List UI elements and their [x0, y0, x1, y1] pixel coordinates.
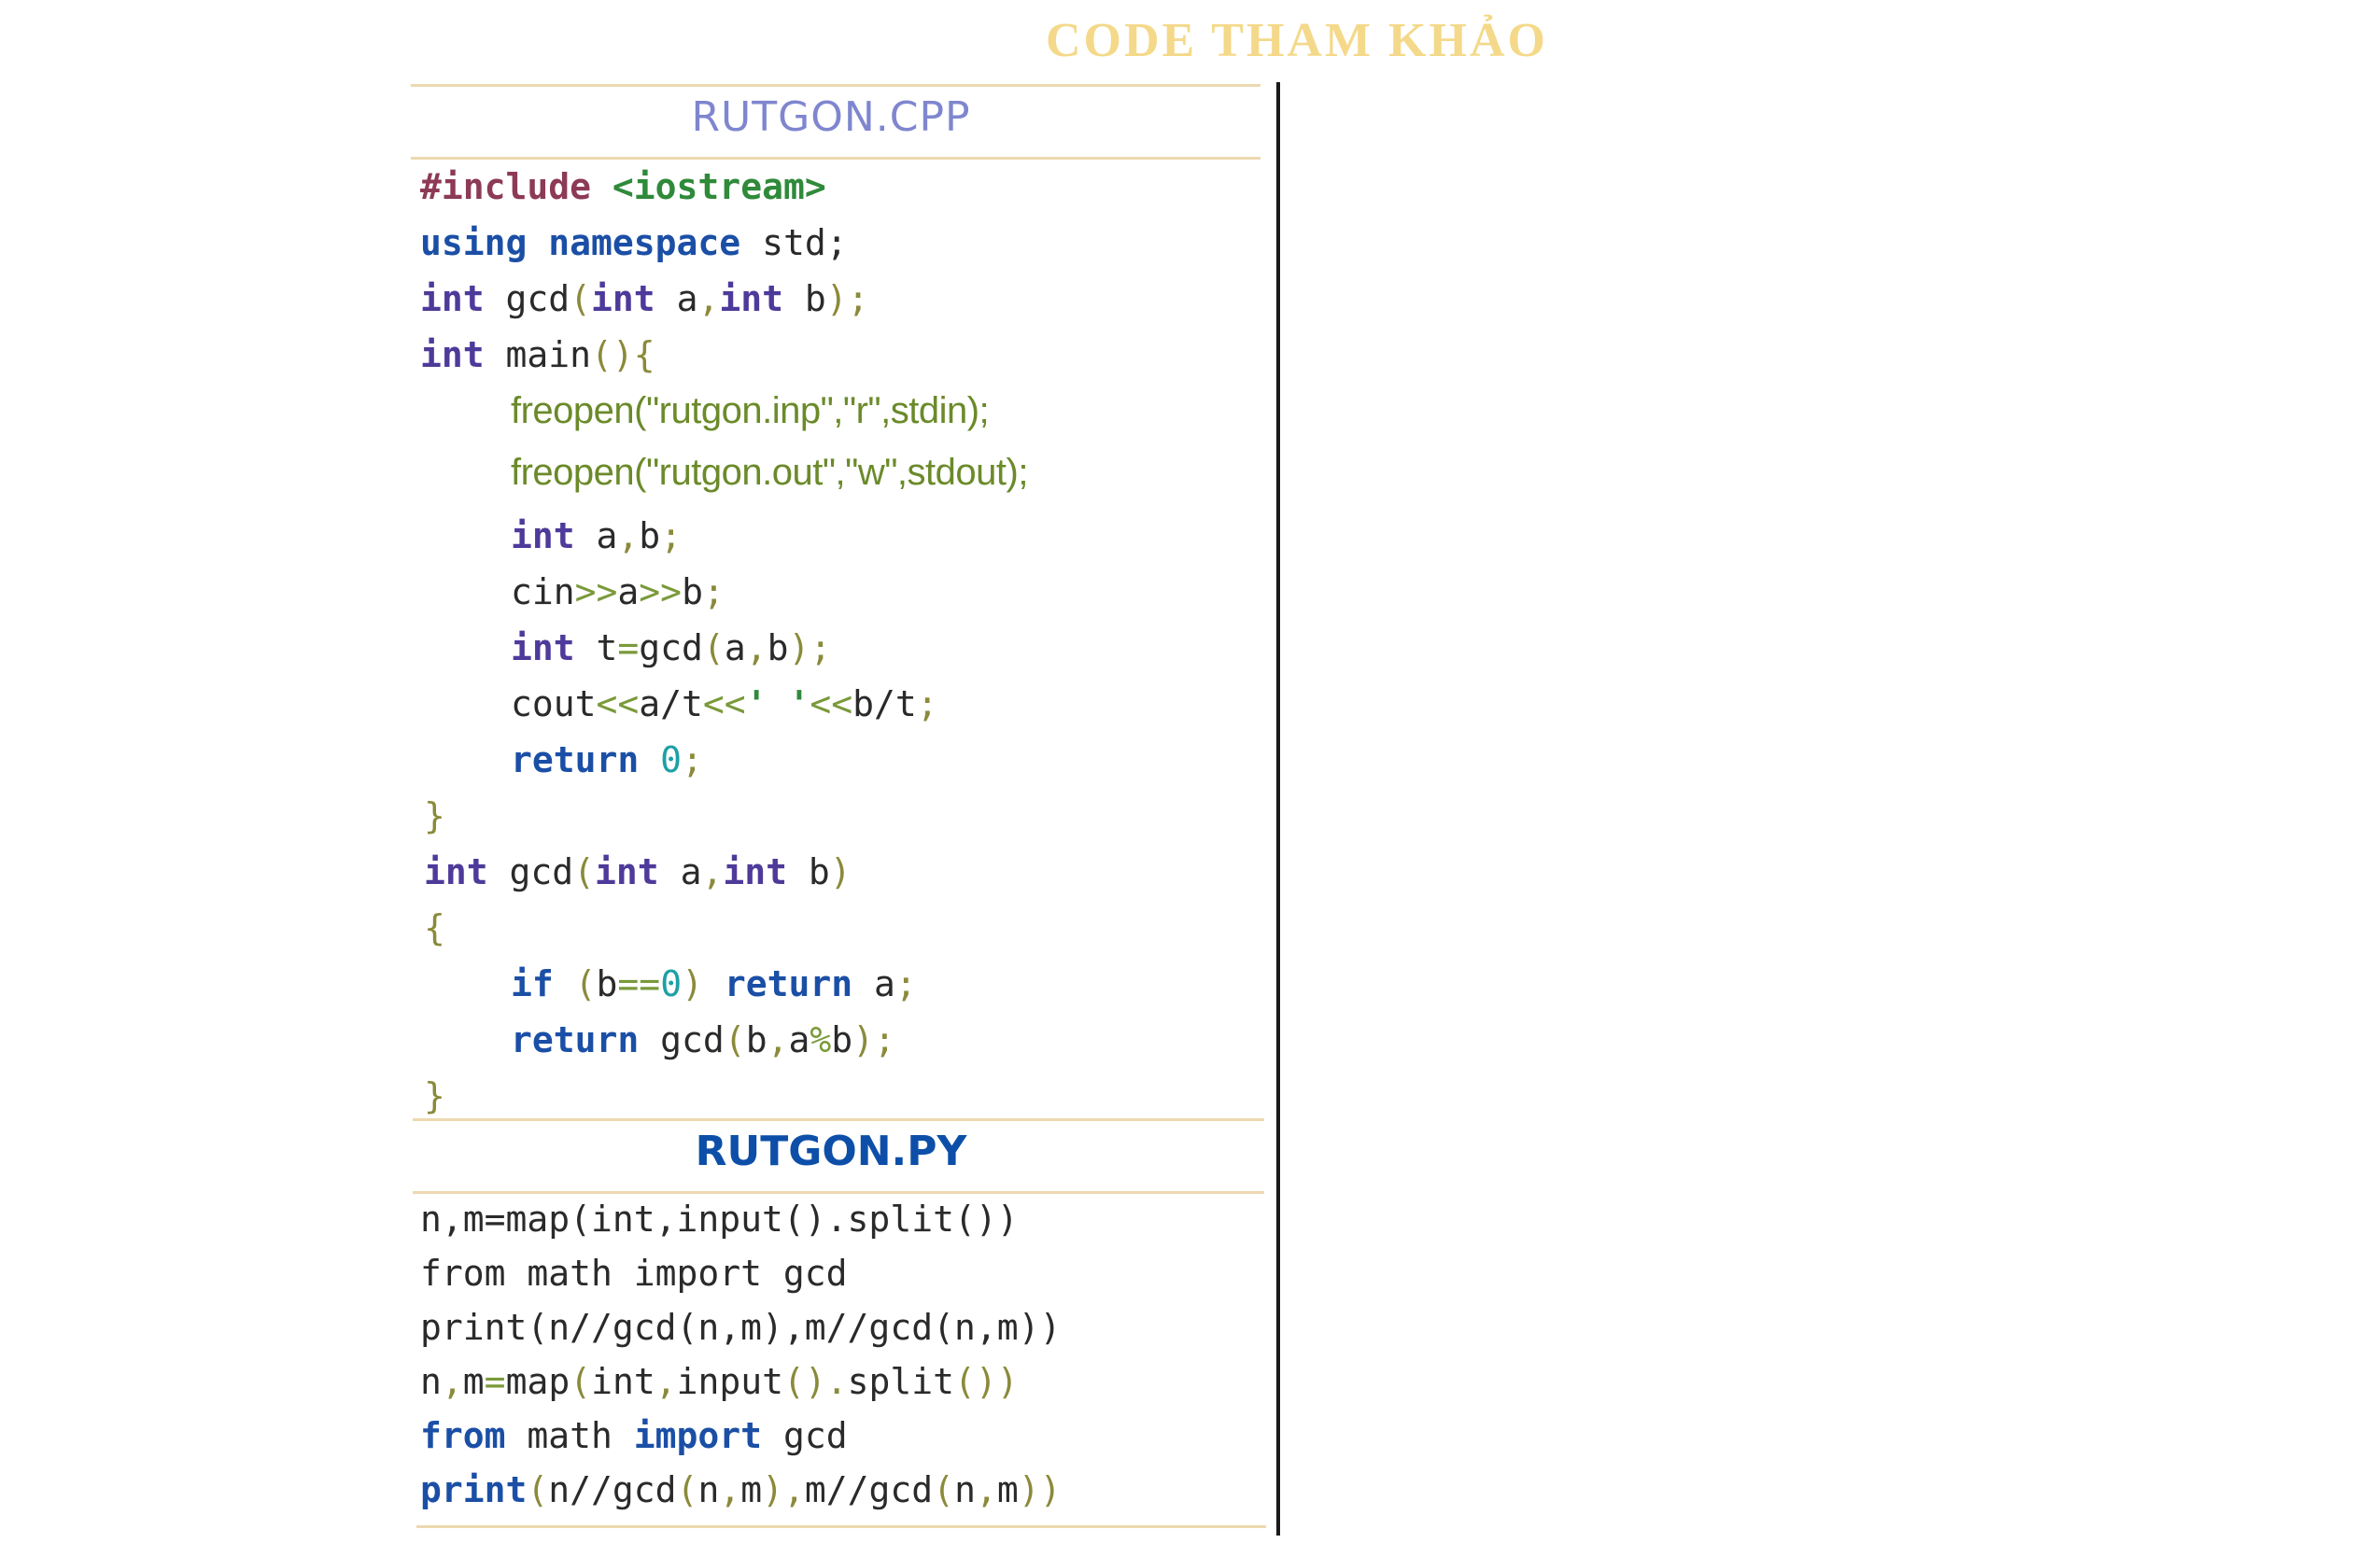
code-line: if (b==0) return a; [511, 963, 917, 1004]
code-line: cin>>a>>b; [511, 571, 725, 612]
code-line-handwritten: freopen("rutgon.out","w",stdout); [511, 452, 1028, 493]
code-line: int gcd(int a,int b); [420, 278, 869, 319]
code-line: int a,b; [511, 515, 683, 556]
py-code-block: n,m=map(int,input().split()) from math i… [420, 1199, 1260, 1525]
code-line: } [424, 1075, 445, 1116]
code-line: return gcd(b,a%b); [511, 1019, 895, 1060]
code-line: from math import gcd [420, 1415, 848, 1456]
code-line: n,m=map(int,input().split()) [420, 1361, 1019, 1402]
py-bottom-rule [416, 1525, 1266, 1528]
cpp-title-rule [411, 157, 1260, 160]
py-title-rule [413, 1191, 1264, 1194]
code-line: using namespace std; [420, 222, 848, 263]
vertical-divider [1276, 82, 1280, 1536]
code-line: from math import gcd [420, 1253, 848, 1294]
py-section-title: RUTGON.PY [695, 1128, 967, 1175]
page-title: CODE THAM KHẢO [1046, 14, 1548, 67]
cpp-top-rule [411, 84, 1260, 87]
code-line: return 0; [511, 739, 703, 780]
code-line: #include <iostream> [420, 166, 826, 207]
code-line: cout<<a/t<<' '<<b/t; [511, 683, 938, 724]
cpp-code-block: #include <iostream> using namespace std;… [420, 166, 1260, 1118]
code-line-handwritten: freopen("rutgon.inp","r",stdin); [511, 390, 990, 431]
code-line: int t=gcd(a,b); [511, 627, 832, 668]
code-line: n,m=map(int,input().split()) [420, 1199, 1019, 1240]
code-line: { [424, 907, 445, 948]
code-line: int gcd(int a,int b) [424, 851, 852, 892]
code-line: print(n//gcd(n,m),m//gcd(n,m)) [420, 1307, 1062, 1348]
cpp-section-title: RUTGON.CPP [691, 93, 971, 141]
code-line: print(n//gcd(n,m),m//gcd(n,m)) [420, 1469, 1062, 1510]
code-line: } [424, 795, 445, 836]
py-top-rule [413, 1118, 1264, 1121]
code-line: int main(){ [420, 334, 655, 375]
